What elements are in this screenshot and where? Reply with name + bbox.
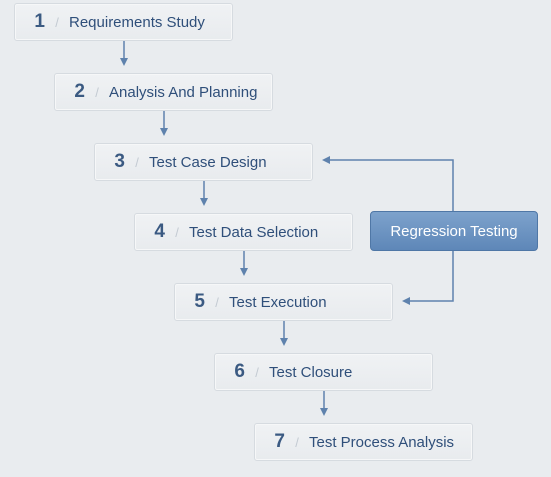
step-5-separator-icon: / [215,294,219,310]
regression-to-step3-arrow [322,156,454,211]
step-1-label: Requirements Study [69,13,205,31]
step-7-box: 7 / Test Process Analysis [254,423,473,461]
step-7-label: Test Process Analysis [309,433,455,451]
step-6-label: Test Closure [269,363,353,381]
step-3-number: 3 [114,151,125,172]
step-3-label: Test Case Design [149,153,267,171]
step-6-box: 6 / Test Closure [214,353,433,391]
step-6-number: 6 [234,361,245,382]
step-7-number: 7 [274,431,285,452]
step-3-box: 3 / Test Case Design [94,143,313,181]
regression-testing-label: Regression Testing [390,222,518,240]
step-4-box: 4 / Test Data Selection [134,213,353,251]
step-2-number: 2 [74,81,85,102]
step-4-separator-icon: / [175,224,179,240]
step-7-separator-icon: / [295,434,299,450]
step-2-label: Analysis And Planning [109,83,258,101]
step-6-separator-icon: / [255,364,259,380]
step-3-separator-icon: / [135,154,139,170]
step-5-box: 5 / Test Execution [174,283,393,321]
step-1-number: 1 [34,11,45,32]
step-4-label: Test Data Selection [189,223,319,241]
step-1-box: 1 / Requirements Study [14,3,233,41]
step-2-box: 2 / Analysis And Planning [54,73,273,111]
step-5-label: Test Execution [229,293,327,311]
step-5-number: 5 [194,291,205,312]
regression-testing-box: Regression Testing [370,211,538,251]
step-2-separator-icon: / [95,84,99,100]
step-4-number: 4 [154,221,165,242]
step-1-separator-icon: / [55,14,59,30]
regression-to-step5-arrow [402,251,454,305]
